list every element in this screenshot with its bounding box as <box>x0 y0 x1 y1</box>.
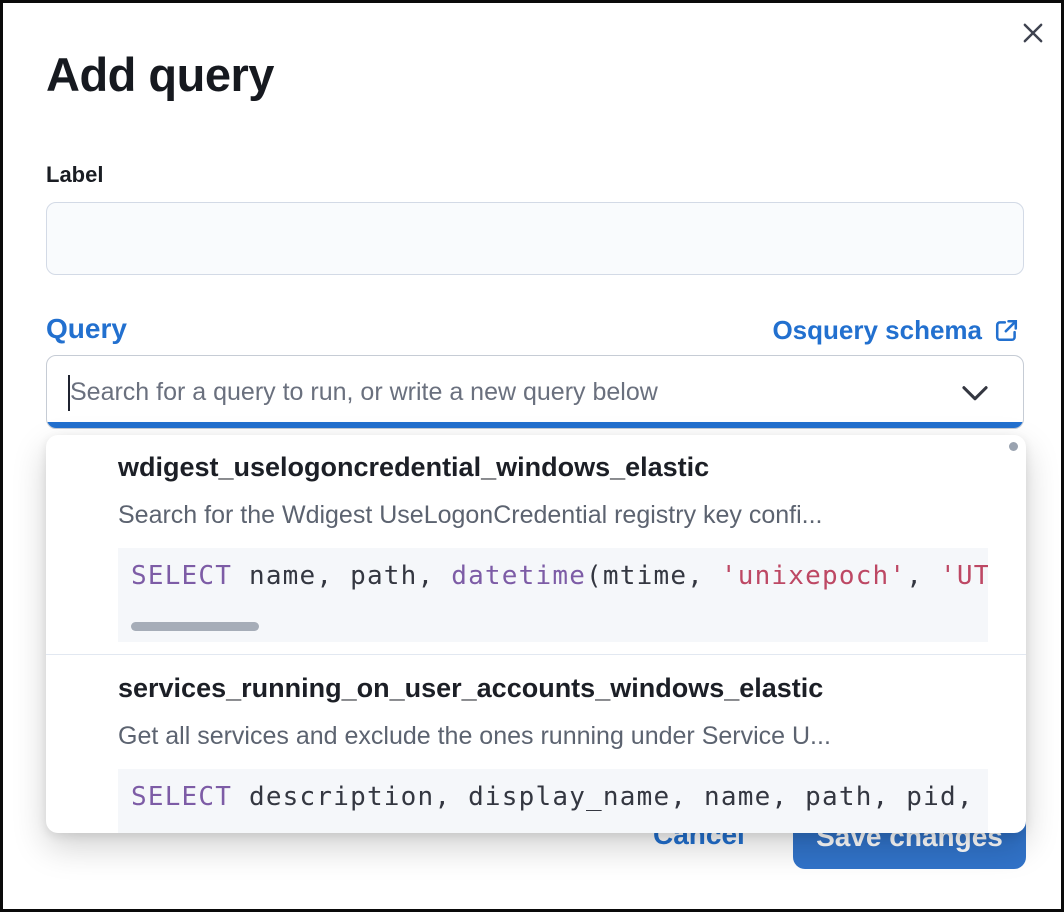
label-field-label: Label <box>46 162 104 187</box>
sql-keyword: SELECT <box>131 782 233 812</box>
sql-text: (mtime, <box>586 561 721 591</box>
horizontal-scrollbar-thumb[interactable] <box>131 622 259 631</box>
query-search-combobox[interactable] <box>46 355 1024 429</box>
query-field-label: Query <box>46 313 127 344</box>
query-option-code-block: SELECT description, display_name, name, … <box>118 769 988 833</box>
sql-code-line: SELECT description, display_name, name, … <box>131 782 988 812</box>
query-option-title: services_running_on_user_accounts_window… <box>118 673 824 703</box>
close-icon <box>1019 23 1047 50</box>
query-suggestions-panel: wdigest_uselogoncredential_windows_elast… <box>46 435 1026 833</box>
sql-string: 'UTC' <box>939 561 988 591</box>
chevron-down-icon[interactable] <box>961 385 989 407</box>
sql-function: datetime <box>451 561 587 591</box>
query-option-title: wdigest_uselogoncredential_windows_elast… <box>118 452 710 482</box>
sql-text: description, display_name, name, path, p… <box>232 782 974 812</box>
query-option-description: Search for the Wdigest UseLogonCredentia… <box>118 501 823 529</box>
label-input[interactable] <box>46 202 1024 275</box>
close-button[interactable] <box>1017 17 1049 49</box>
sql-text: name, path, <box>232 561 452 591</box>
osquery-schema-link[interactable]: Osquery schema <box>772 315 1020 346</box>
vertical-scrollbar-thumb[interactable] <box>1009 442 1018 451</box>
osquery-schema-link-label: Osquery schema <box>772 315 982 345</box>
query-option-description: Get all services and exclude the ones ru… <box>118 722 831 750</box>
sql-text: , <box>906 561 940 591</box>
modal-title: Add query <box>46 48 274 101</box>
text-cursor <box>68 375 70 411</box>
combobox-focus-bar <box>47 422 1023 428</box>
sql-keyword: SELECT <box>131 561 233 591</box>
option-divider <box>46 654 1026 655</box>
sql-code-line: SELECT name, path, datetime(mtime, 'unix… <box>131 561 988 591</box>
query-search-input[interactable] <box>70 356 950 428</box>
query-option-services[interactable]: services_running_on_user_accounts_window… <box>46 655 1026 833</box>
external-link-icon <box>993 317 1020 344</box>
query-option-wdigest[interactable]: wdigest_uselogoncredential_windows_elast… <box>46 435 1026 642</box>
sql-string: 'unixepoch' <box>720 561 907 591</box>
query-option-code-block: SELECT name, path, datetime(mtime, 'unix… <box>118 548 988 642</box>
